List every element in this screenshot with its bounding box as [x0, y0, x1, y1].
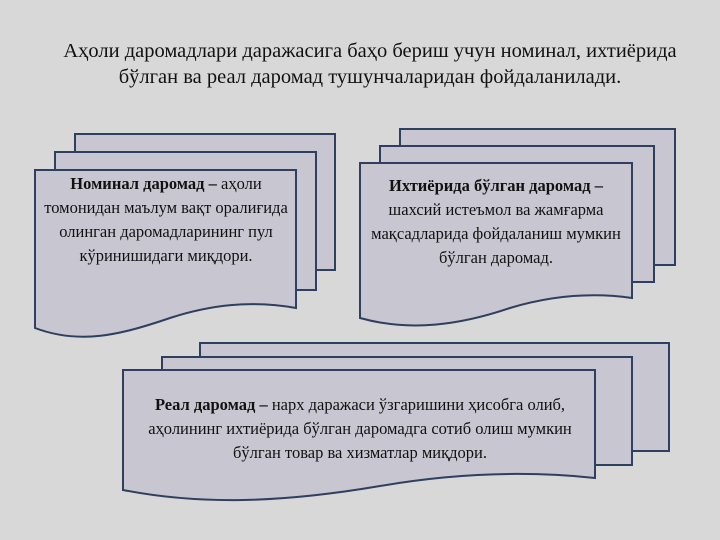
card-disposable-text: Ихтиёрида бўлган даромад – шахсий истеъм… [366, 174, 626, 270]
card-term: Реал даромад – [154, 395, 268, 414]
card-disposable-front [359, 162, 633, 327]
card-nominal-front [34, 169, 297, 338]
card-term: Номинал даромад – [70, 174, 217, 193]
card-definition: аҳоли томонидан маълум вақт оралиғида ол… [44, 174, 288, 265]
card-real-text: Реал даромад – нарх даражаси ўзгаришини … [130, 393, 590, 465]
card-definition: шахсий истеъмол ва жамғарма мақсадларида… [371, 200, 621, 267]
slide-title: Аҳоли даромадлари даражасига баҳо бериш … [63, 40, 677, 88]
card-term: Ихтиёрида бўлган даромад – [389, 176, 603, 195]
card-real-front [122, 369, 596, 502]
card-definition: нарх даражаси ўзгаришини ҳисобга олиб, а… [148, 395, 572, 462]
card-nominal-text: Номинал даромад – аҳоли томонидан маълум… [40, 172, 292, 268]
